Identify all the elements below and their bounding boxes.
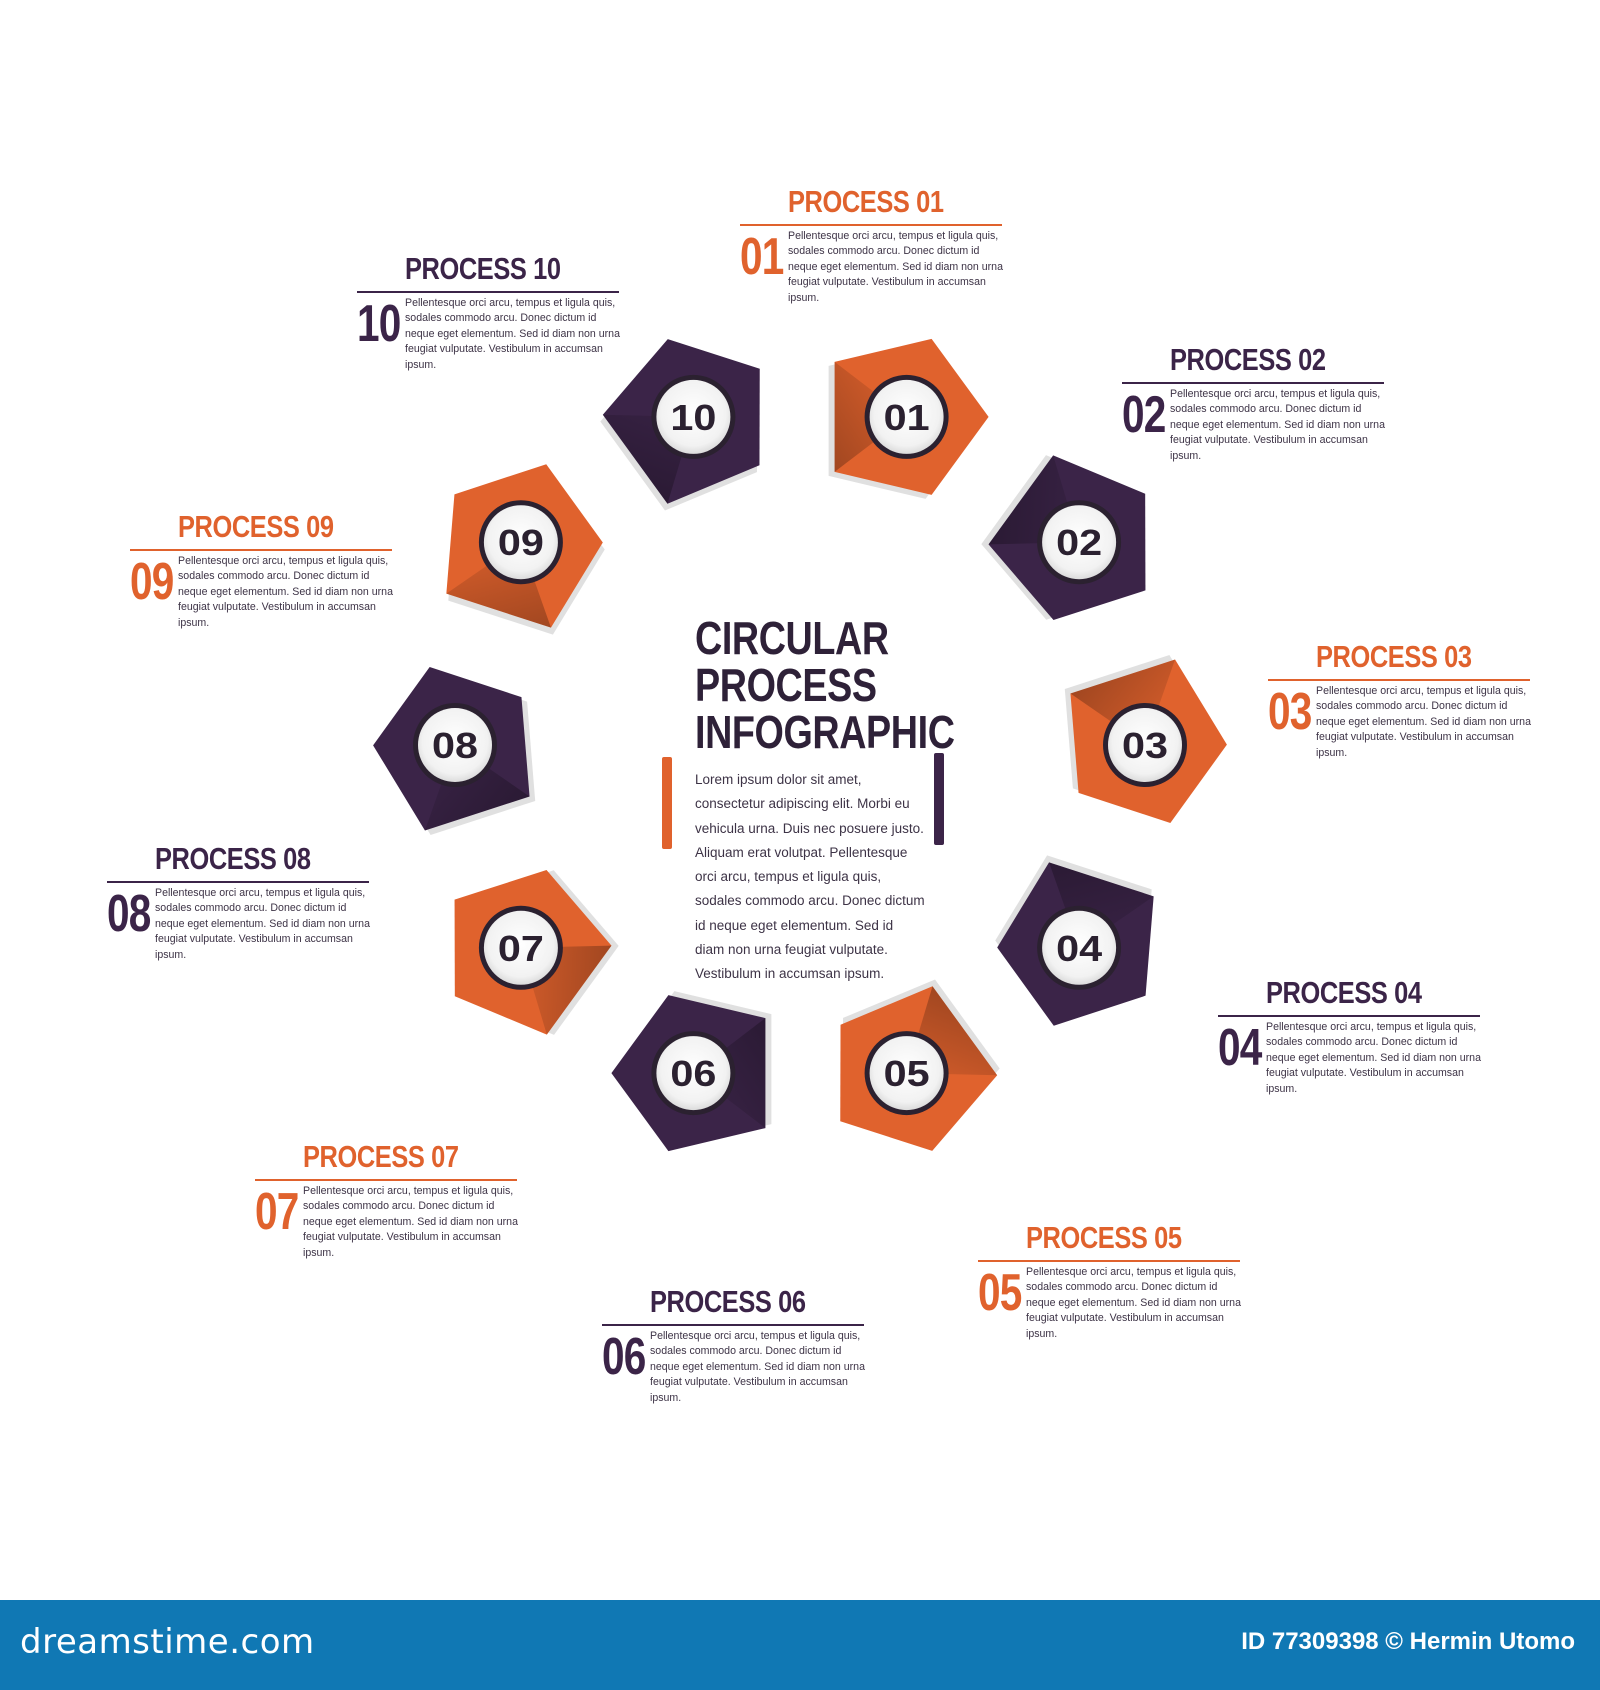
process-number: 03	[1268, 683, 1312, 741]
badge-number-02: 02	[1056, 522, 1102, 563]
process-segment-01: 01	[828, 338, 989, 499]
process-description: Pellentesque orci arcu, tempus et ligula…	[650, 1330, 865, 1404]
process-description: Pellentesque orci arcu, tempus et ligula…	[1026, 1266, 1241, 1340]
brand-logo-text: dreamstime.com	[20, 1622, 315, 1662]
process-number: 02	[1122, 386, 1166, 444]
title-rule	[1268, 679, 1530, 681]
number-badge-05	[869, 1036, 944, 1111]
process-title: PROCESS 10	[405, 251, 561, 286]
badge-number-03: 03	[1122, 725, 1168, 766]
title-rule	[255, 1179, 517, 1181]
process-number: 05	[978, 1264, 1022, 1322]
process-number: 09	[130, 553, 174, 611]
number-badge-09	[483, 505, 558, 580]
process-title: PROCESS 08	[155, 841, 311, 876]
badge-number-04: 04	[1056, 928, 1102, 969]
badge-number-06: 06	[670, 1053, 716, 1094]
number-badge-03	[1108, 708, 1182, 782]
process-segment-07: 07	[454, 870, 619, 1035]
title-rule	[1122, 382, 1384, 384]
title-rule	[978, 1260, 1240, 1262]
process-description: Pellentesque orci arcu, tempus et ligula…	[303, 1185, 518, 1259]
process-description: Pellentesque orci arcu, tempus et ligula…	[1170, 388, 1385, 462]
accent-bar-purple	[934, 753, 944, 845]
process-description: Pellentesque orci arcu, tempus et ligula…	[155, 887, 370, 961]
process-description: Pellentesque orci arcu, tempus et ligula…	[405, 297, 620, 371]
process-wheel: 01 02 03 04 05 06 07 08 09 10	[373, 338, 1227, 1152]
process-segment-05: 05	[840, 979, 1000, 1151]
process-title: PROCESS 01	[788, 184, 944, 219]
badge-number-05: 05	[884, 1053, 930, 1094]
process-title: PROCESS 06	[650, 1284, 806, 1319]
process-description: Pellentesque orci arcu, tempus et ligula…	[1316, 685, 1531, 759]
process-description: Pellentesque orci arcu, tempus et ligula…	[178, 555, 393, 629]
process-segment-06: 06	[611, 991, 772, 1152]
process-segment-04: 04	[995, 855, 1154, 1026]
badge-number-08: 08	[432, 725, 478, 766]
process-description: Pellentesque orci arcu, tempus et ligula…	[1266, 1021, 1481, 1095]
process-segment-03: 03	[1064, 655, 1227, 823]
title-rule	[602, 1324, 864, 1326]
infographic-canvas: 01 02 03 04 05 06 07 08 09 10 CIRCULAR PROCESS IN…	[107, 184, 1531, 1404]
center-description: Lorem ipsum dolor sit amet, consectetur …	[695, 772, 925, 982]
process-title: PROCESS 07	[303, 1139, 459, 1174]
badge-number-07: 07	[498, 928, 544, 969]
number-badge-08	[418, 708, 492, 782]
process-title: PROCESS 05	[1026, 1220, 1182, 1255]
process-segment-09: 09	[446, 464, 605, 635]
title-rule	[357, 291, 619, 293]
badge-number-09: 09	[498, 522, 544, 563]
title-line-2: PROCESS	[695, 659, 877, 711]
title-line-3: INFOGRAPHIC	[695, 706, 955, 758]
process-segment-08: 08	[373, 667, 536, 835]
number-badge-07	[483, 910, 558, 985]
process-number: 01	[740, 228, 784, 286]
title-rule	[1218, 1015, 1480, 1017]
process-title: PROCESS 03	[1316, 639, 1472, 674]
number-badge-02	[1042, 505, 1117, 580]
number-badge-06	[656, 1036, 731, 1111]
badge-number-01: 01	[884, 397, 930, 438]
process-title: PROCESS 09	[178, 509, 334, 544]
title-rule	[107, 881, 369, 883]
process-number: 04	[1218, 1019, 1262, 1077]
watermark-footer: dreamstime.com ID 77309398 © Hermin Utom…	[0, 1600, 1600, 1690]
number-badge-04	[1042, 910, 1117, 985]
process-number: 08	[107, 885, 151, 943]
title-rule	[130, 549, 392, 551]
badge-number-10: 10	[670, 397, 716, 438]
number-badge-01	[869, 379, 944, 454]
process-number: 06	[602, 1328, 646, 1386]
process-description: Pellentesque orci arcu, tempus et ligula…	[788, 230, 1003, 304]
process-number: 10	[357, 295, 401, 353]
title-line-1: CIRCULAR	[695, 612, 889, 664]
process-number: 07	[255, 1183, 299, 1241]
image-credit: ID 77309398 © Hermin Utomo	[1241, 1628, 1575, 1655]
process-segment-10: 10	[600, 339, 760, 511]
title-rule	[740, 224, 1002, 226]
process-title: PROCESS 02	[1170, 342, 1326, 377]
process-title: PROCESS 04	[1266, 975, 1422, 1010]
accent-bar-orange	[662, 757, 672, 849]
infographic-title: CIRCULAR PROCESS INFOGRAPHIC	[695, 612, 955, 758]
process-segment-02: 02	[981, 455, 1146, 620]
number-badge-10	[656, 379, 731, 454]
